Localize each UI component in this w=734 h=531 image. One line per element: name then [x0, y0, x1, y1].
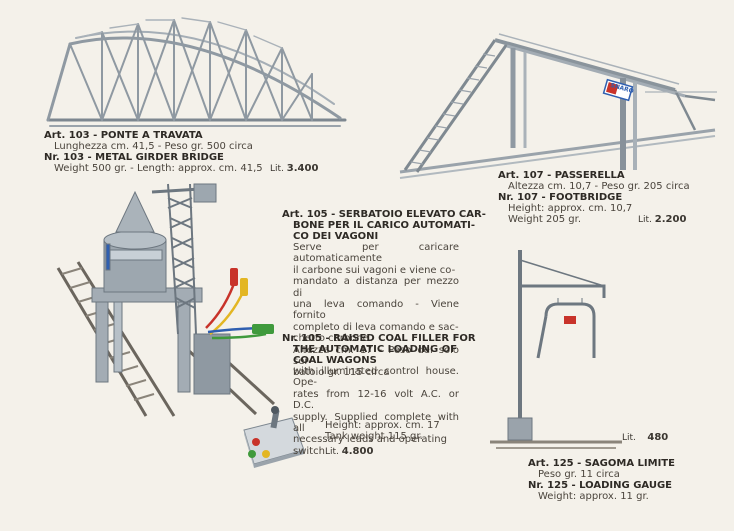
coal-it-title-1: Art. 105 - SERBATOIO ELEVATO CAR-	[282, 209, 486, 220]
loading-gauge-illustration	[490, 250, 622, 449]
bridge-en-title: Nr. 103 - METAL GIRDER BRIDGE	[44, 152, 224, 163]
coal-it-desc-line: completo di leva comando e sac-	[293, 321, 459, 333]
footbridge-en-height: Height: approx. cm. 10,7	[508, 203, 633, 214]
gauge-it-title: Art. 125 - SAGOMA LIMITE	[528, 458, 675, 469]
footbridge-illustration	[399, 33, 717, 179]
coal-it-desc-line: chetto carbone.	[293, 333, 372, 345]
footbridge-en-weight: Weight 205 gr.	[508, 214, 582, 225]
gauge-en-title: Nr. 125 - LOADING GAUGE	[528, 480, 673, 491]
bridge-price-value: 3.400	[286, 163, 319, 174]
control-switch-illustration	[243, 406, 305, 468]
coal-it-title-2: BONE PER IL CARICO AUTOMATI-	[293, 220, 476, 231]
footbridge-price-label: Lit.	[638, 215, 652, 225]
footbridge-it-specs: Altezza cm. 10,7 - Peso gr. 205 circa	[508, 181, 690, 192]
coal-it-desc-line: una leva comando - Viene fornito	[293, 299, 459, 322]
coal-price-value: 4.800	[341, 446, 374, 457]
bridge-price: Lit. 3.400	[270, 163, 318, 174]
gauge-en-specs: Weight: approx. 11 gr.	[538, 491, 649, 502]
coal-it-desc-line: Altezza cm. 17 - Peso del solo ser-	[293, 344, 459, 368]
coal-filler-illustration	[56, 183, 276, 417]
coal-en-title-2: THE AUTOMATIC LOADING OF	[293, 344, 458, 355]
coal-en-height: Height: approx. cm. 17	[325, 420, 440, 431]
coal-it-description: Serve per caricare automaticamente il ca…	[293, 242, 459, 379]
coal-it-desc-line: Serve per caricare automaticamente	[293, 242, 459, 265]
coal-en-description: with illuminated control house. Ope- rat…	[293, 366, 459, 457]
gauge-price-label: Lit.	[622, 433, 636, 443]
coal-it-title-3: CO DEI VAGONI	[293, 231, 379, 242]
coal-en-weight: Tank weight 115 gr.	[325, 431, 423, 442]
coal-it-desc-line: il carbone sui vagoni e viene co-	[293, 264, 456, 276]
coal-en-title-1: Nr. 105 - RAISED COAL FILLER FOR	[282, 333, 476, 344]
coal-en-desc-line: necessary leads and operating	[293, 434, 447, 446]
gauge-price-value: 480	[647, 432, 669, 443]
bridge-it-specs: Lunghezza cm. 41,5 - Peso gr. 500 circa	[54, 141, 253, 152]
girder-bridge-illustration	[46, 17, 347, 127]
gauge-price: Lit. 480	[622, 432, 668, 443]
coal-en-desc-line: supply. Supplied complete with all	[293, 411, 459, 435]
coal-en-desc-line: rates from 12-16 volt A.C. or D.C.	[293, 388, 459, 412]
coal-en-desc-line: switch	[293, 445, 325, 457]
coal-price: Lit. 4.800	[325, 446, 373, 457]
footbridge-price-value: 2.200	[654, 214, 687, 225]
coal-it-desc-line: batoio gr. 115 circa	[293, 367, 390, 379]
bridge-price-label: Lit.	[270, 164, 284, 174]
footbridge-sign	[602, 78, 634, 102]
coal-en-desc-line: with illuminated control house. Ope-	[293, 366, 459, 389]
coal-it-desc-line: mandato a distanza per mezzo di	[293, 276, 459, 299]
gauge-it-specs: Peso gr. 11 circa	[538, 469, 620, 480]
bridge-it-title: Art. 103 - PONTE A TRAVATA	[44, 130, 203, 141]
footbridge-it-title: Art. 107 - PASSERELLA	[498, 170, 625, 181]
bridge-en-specs: Weight 500 gr. - Length: approx. cm. 41,…	[54, 163, 263, 174]
coal-en-title-3: COAL WAGONS	[293, 355, 377, 366]
coal-price-label: Lit.	[325, 447, 339, 457]
footbridge-en-title: Nr. 107 - FOOTBRIDGE	[498, 192, 623, 203]
footbridge-price: Lit. 2.200	[638, 214, 686, 225]
